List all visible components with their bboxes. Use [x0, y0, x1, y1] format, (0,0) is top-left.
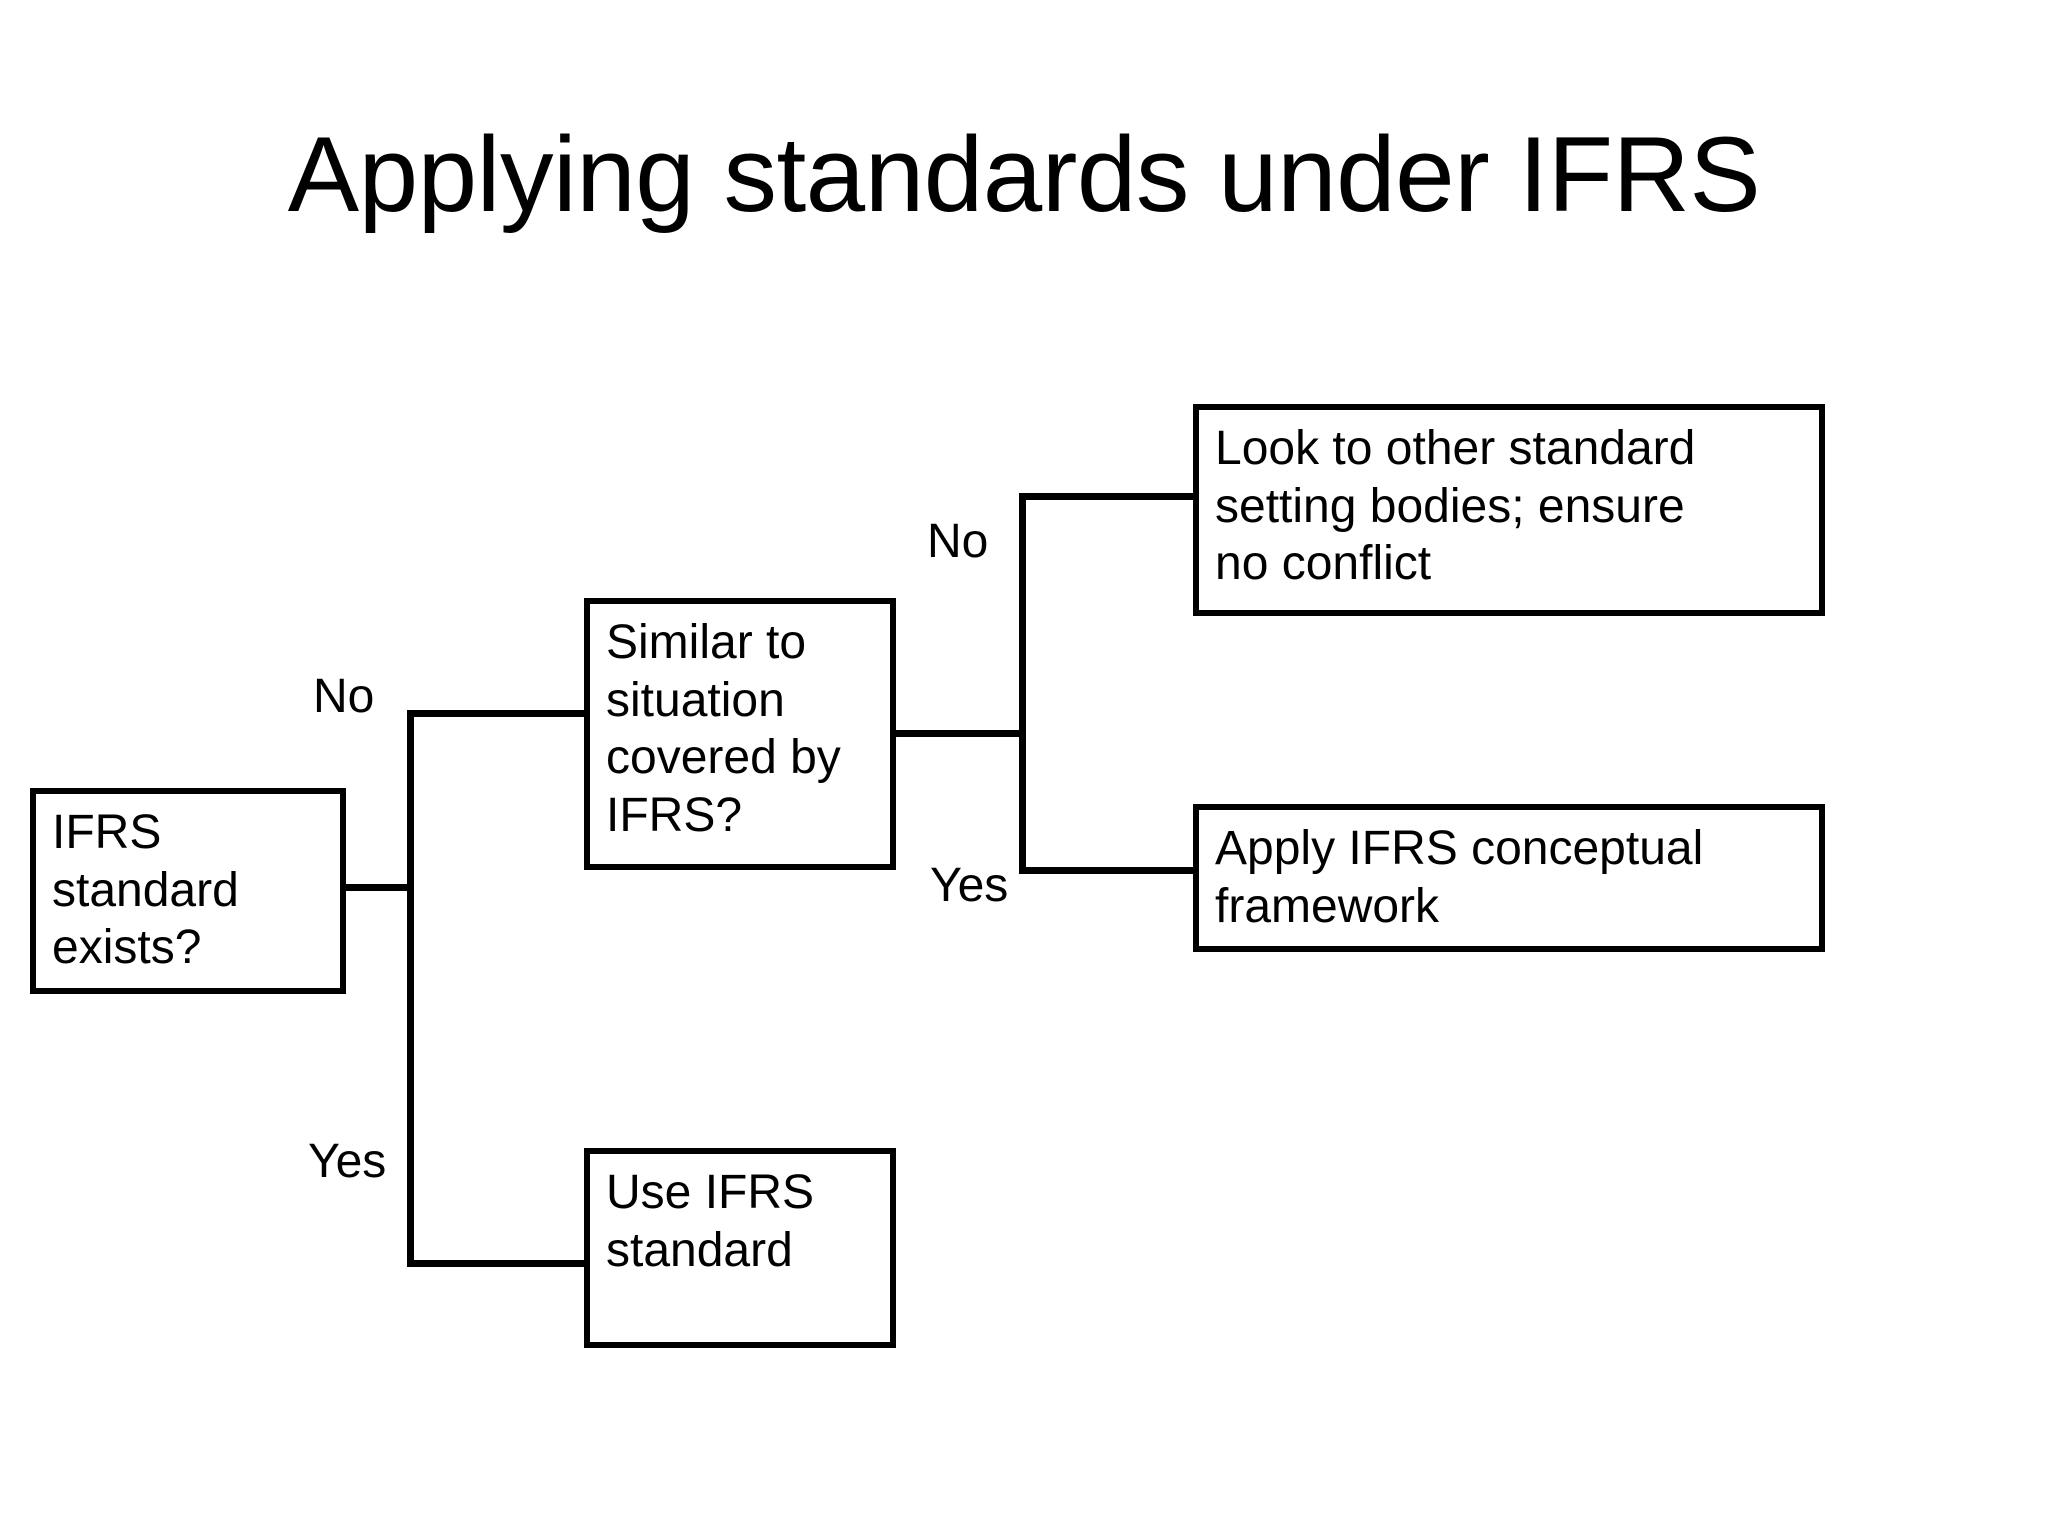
connector-similar-stem [896, 730, 1026, 737]
node-ifrs-standard-exists[interactable]: IFRS standard exists? [30, 788, 346, 994]
edge-label-similar-yes: Yes [930, 859, 1009, 912]
connector-root-to-similar [407, 710, 591, 717]
connector-root-to-use-ifrs [407, 1260, 591, 1267]
node-look-to-other-standard-setting-bodies[interactable]: Look to other standard setting bodies; e… [1193, 404, 1825, 616]
node-similar-to-situation-covered-by-ifrs[interactable]: Similar to situation covered by IFRS? [584, 598, 896, 870]
connector-right-spine [1019, 493, 1026, 874]
page-title: Applying standards under IFRS [287, 114, 1761, 234]
node-apply-ifrs-conceptual-framework[interactable]: Apply IFRS conceptual framework [1193, 804, 1825, 952]
connector-root-stem [346, 884, 414, 891]
edge-label-root-no: No [313, 670, 375, 723]
connector-similar-to-bodies [1019, 493, 1199, 500]
edge-label-similar-no: No [927, 515, 989, 568]
edge-label-root-yes: Yes [308, 1135, 387, 1188]
node-use-ifrs-standard[interactable]: Use IFRS standard [584, 1148, 896, 1348]
connector-similar-to-framework [1019, 867, 1199, 874]
connector-left-spine [407, 710, 414, 1267]
